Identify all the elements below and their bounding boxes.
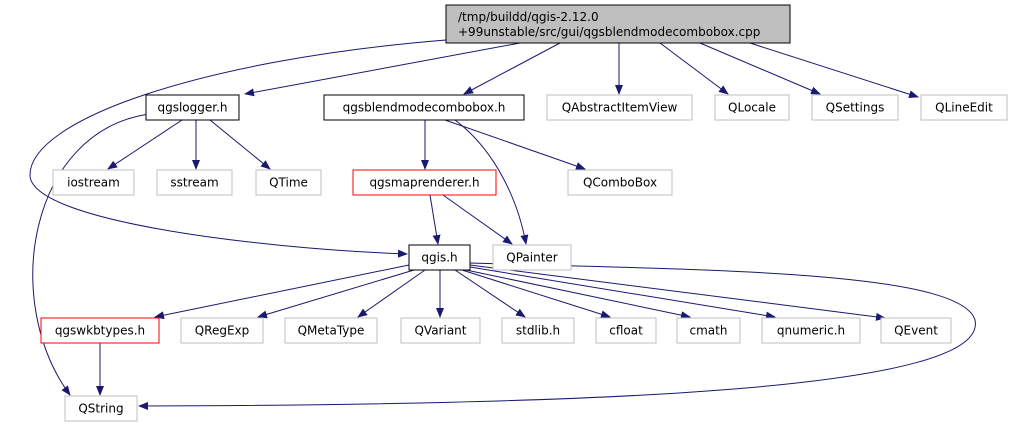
node-label: QLocale bbox=[728, 101, 776, 115]
node-label: qnumeric.h bbox=[777, 324, 845, 338]
node-label: QAbstractItemView bbox=[562, 101, 678, 115]
edge-qgis-to-qregexp bbox=[257, 269, 415, 319]
edge-root-to-qsettings bbox=[699, 42, 821, 95]
node-qgis[interactable]: qgis.h bbox=[408, 244, 471, 271]
node-label: QEvent bbox=[894, 324, 938, 338]
node-label: QRegExp bbox=[195, 324, 250, 338]
node-label: cmath bbox=[690, 324, 728, 338]
edge-qgsblendmodecombobox-to-qpainter bbox=[454, 119, 529, 245]
edge-qgis-to-qstring bbox=[138, 262, 976, 410]
node-qlineedit[interactable]: QLineEdit bbox=[920, 94, 1008, 121]
node-box bbox=[492, 244, 572, 271]
edge-root-to-qgsblendmodecombobox bbox=[463, 42, 561, 95]
node-qtime[interactable]: QTime bbox=[255, 169, 322, 196]
node-box bbox=[284, 317, 378, 344]
edge-qgslogger-to-qtime bbox=[209, 119, 271, 170]
edge-qgsmaprenderer-to-qgis bbox=[429, 194, 441, 245]
node-box bbox=[408, 244, 471, 271]
node-box bbox=[676, 317, 741, 344]
node-stdlib[interactable]: stdlib.h bbox=[501, 317, 575, 344]
node-label: qgswkbtypes.h bbox=[55, 324, 145, 338]
edge-qgsmaprenderer-to-qpainter bbox=[442, 194, 513, 245]
edge-qgslogger-to-qstring bbox=[32, 113, 151, 396]
node-label: QVariant bbox=[414, 324, 466, 338]
nodes-layer: /tmp/buildd/qgis-2.12.0+99unstable/src/g… bbox=[40, 4, 1008, 422]
node-qgswkbtypes[interactable]: qgswkbtypes.h bbox=[40, 317, 160, 344]
node-box bbox=[323, 94, 525, 121]
node-label: QComboBox bbox=[583, 176, 657, 190]
node-root[interactable]: /tmp/buildd/qgis-2.12.0+99unstable/src/g… bbox=[445, 4, 791, 44]
node-qregexp[interactable]: QRegExp bbox=[180, 317, 264, 344]
node-label: QPainter bbox=[506, 251, 558, 265]
node-cmath[interactable]: cmath bbox=[676, 317, 741, 344]
node-qsettings[interactable]: QSettings bbox=[811, 94, 899, 121]
node-label: cfloat bbox=[609, 324, 643, 338]
edge-qgis-to-cfloat bbox=[461, 269, 611, 319]
node-label: qgsmaprenderer.h bbox=[369, 176, 479, 190]
node-qgslogger[interactable]: qgslogger.h bbox=[145, 94, 240, 121]
node-qnumeric[interactable]: qnumeric.h bbox=[761, 317, 861, 344]
node-qlocale[interactable]: QLocale bbox=[714, 94, 790, 121]
node-box bbox=[145, 94, 240, 121]
edge-root-to-qgslogger bbox=[244, 42, 521, 97]
node-box bbox=[880, 317, 952, 344]
edge-root-to-qgis bbox=[29, 39, 447, 258]
edge-qgis-to-qnumeric bbox=[469, 266, 776, 320]
node-box bbox=[445, 4, 791, 44]
node-box bbox=[255, 169, 322, 196]
node-box bbox=[920, 94, 1008, 121]
node-label: QMetaType bbox=[298, 324, 365, 338]
node-box bbox=[546, 94, 693, 121]
node-label: qgsblendmodecombobox.h bbox=[343, 101, 506, 115]
node-box bbox=[501, 317, 575, 344]
node-box bbox=[567, 169, 673, 196]
root-label-line: +99unstable/src/gui/qgsblendmodecombobox… bbox=[458, 25, 760, 39]
node-box bbox=[595, 317, 657, 344]
node-qpainter[interactable]: QPainter bbox=[492, 244, 572, 271]
edge-qgsblendmodecombobox-to-qcombobox bbox=[444, 119, 586, 170]
edge-qgis-to-qmetatype bbox=[357, 269, 426, 318]
edge-root-to-qlineedit bbox=[749, 42, 919, 99]
node-qstring[interactable]: QString bbox=[64, 395, 138, 422]
node-qgsmaprenderer[interactable]: qgsmaprenderer.h bbox=[352, 169, 497, 196]
node-qevent[interactable]: QEvent bbox=[880, 317, 952, 344]
node-label: QString bbox=[78, 402, 123, 416]
edge-qgslogger-to-iostream bbox=[107, 119, 183, 170]
root-label-line: /tmp/buildd/qgis-2.12.0 bbox=[458, 10, 599, 24]
edge-qgis-to-cmath bbox=[465, 269, 691, 320]
node-box bbox=[52, 169, 135, 196]
node-label: QLineEdit bbox=[935, 101, 993, 115]
node-label: qgslogger.h bbox=[157, 101, 227, 115]
node-label: sstream bbox=[170, 176, 218, 190]
node-label: iostream bbox=[67, 176, 120, 190]
node-box bbox=[180, 317, 264, 344]
edge-qgis-to-qevent bbox=[469, 264, 886, 321]
node-box bbox=[400, 317, 481, 344]
node-iostream[interactable]: iostream bbox=[52, 169, 135, 196]
node-sstream[interactable]: sstream bbox=[156, 169, 233, 196]
edge-qgis-to-stdlib bbox=[454, 269, 526, 318]
edges-layer bbox=[29, 39, 976, 410]
node-cfloat[interactable]: cfloat bbox=[595, 317, 657, 344]
node-box bbox=[811, 94, 899, 121]
node-qvariant[interactable]: QVariant bbox=[400, 317, 481, 344]
node-qmetatype[interactable]: QMetaType bbox=[284, 317, 378, 344]
node-label: QTime bbox=[269, 176, 308, 190]
edge-qgis-to-qgswkbtypes bbox=[154, 264, 410, 320]
node-label: qgis.h bbox=[421, 251, 457, 265]
node-box bbox=[156, 169, 233, 196]
node-label: QSettings bbox=[826, 101, 885, 115]
node-qabstractitemview[interactable]: QAbstractItemView bbox=[546, 94, 693, 121]
node-label: stdlib.h bbox=[516, 324, 560, 338]
node-qcombobox[interactable]: QComboBox bbox=[567, 169, 673, 196]
node-box bbox=[714, 94, 790, 121]
node-box bbox=[352, 169, 497, 196]
edge-root-to-qlocale bbox=[659, 42, 729, 95]
node-box bbox=[40, 317, 160, 344]
node-box bbox=[64, 395, 138, 422]
node-qgsblendmodecombobox[interactable]: qgsblendmodecombobox.h bbox=[323, 94, 525, 121]
node-box bbox=[761, 317, 861, 344]
